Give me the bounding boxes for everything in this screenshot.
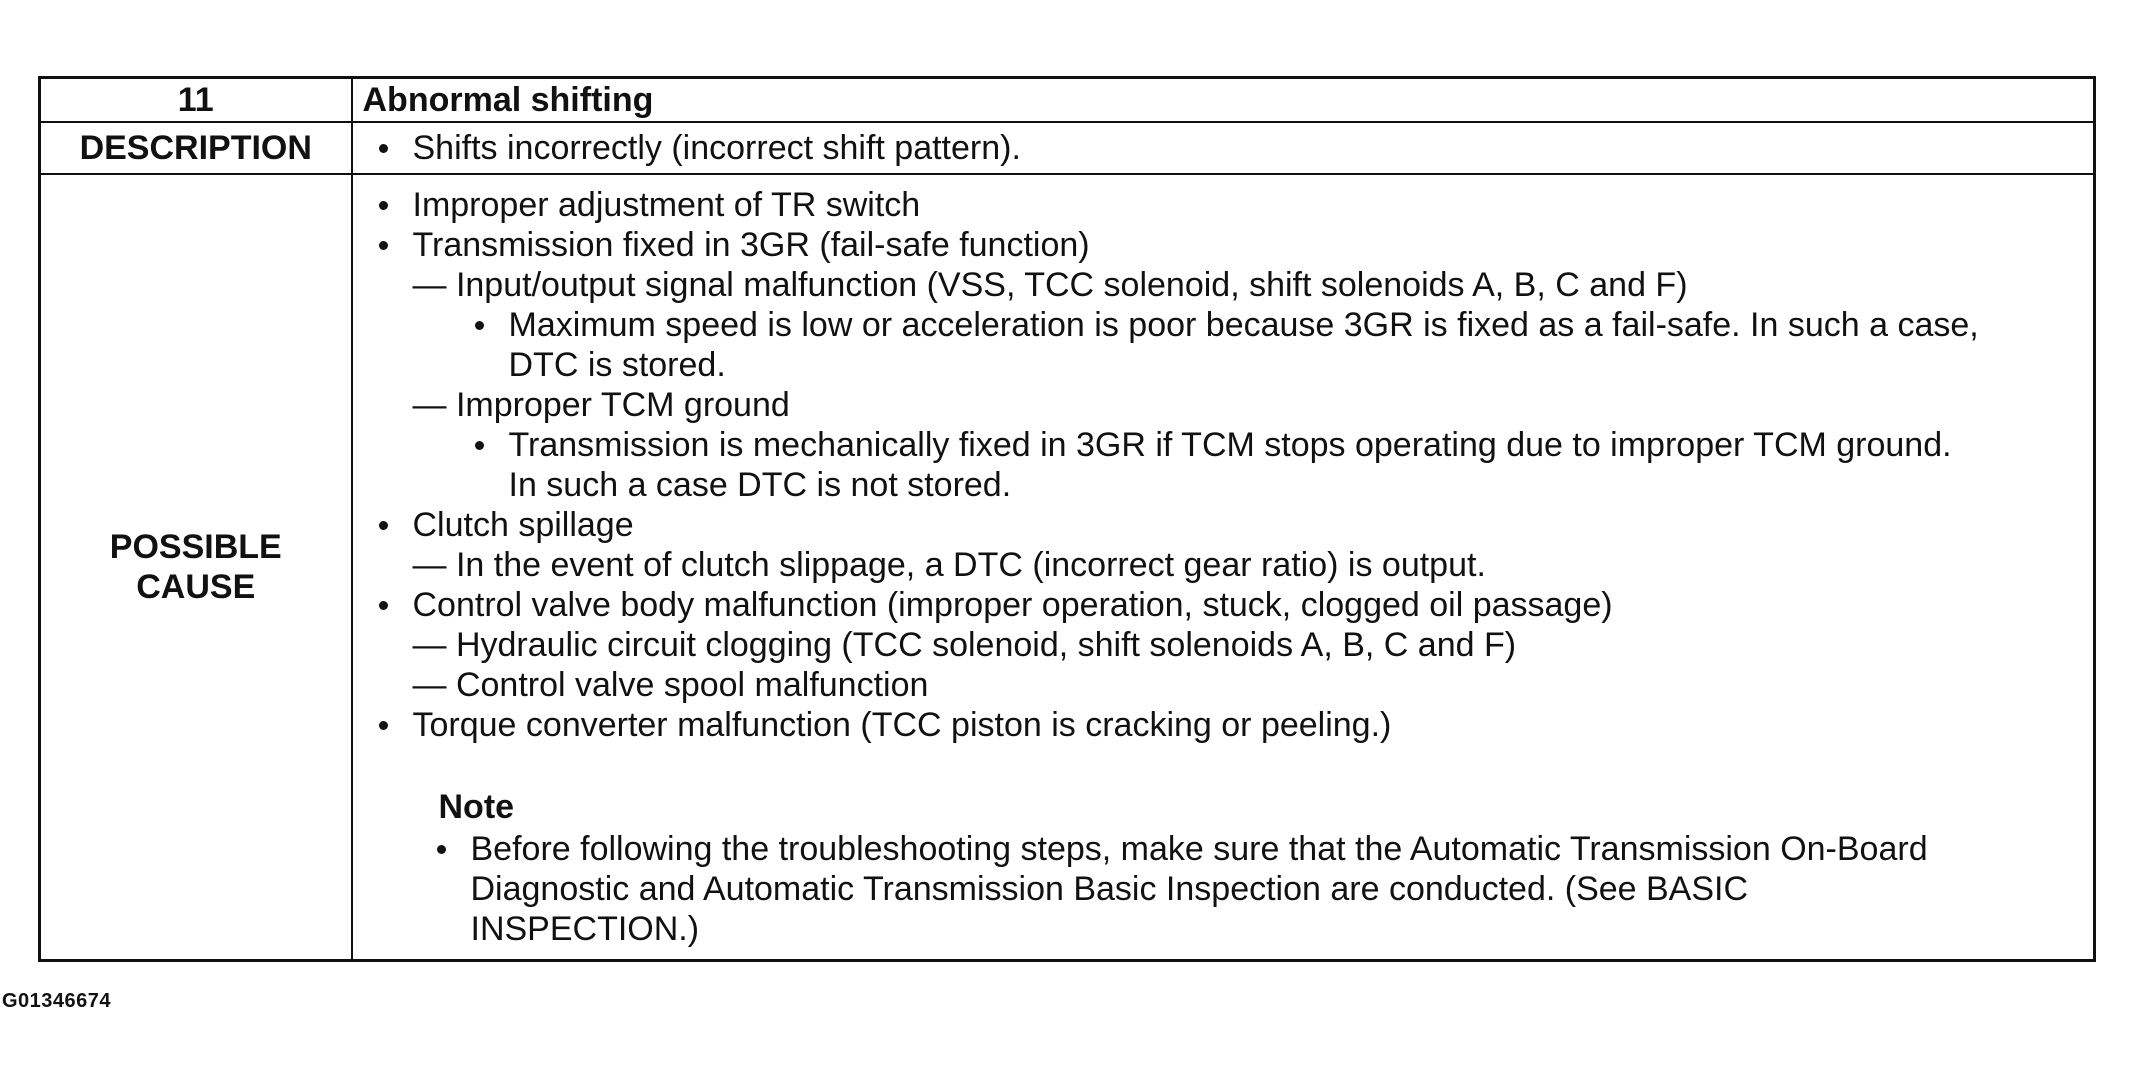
- note-continuation: INSPECTION.): [470, 910, 700, 948]
- bullet-icon: [436, 845, 446, 854]
- bullet-icon: [378, 721, 388, 730]
- cause-detail: Transmission is mechanically fixed in 3G…: [363, 425, 2094, 465]
- possible-cause-label: POSSIBLE CAUSE: [38, 173, 353, 962]
- bullet-icon: [378, 201, 388, 210]
- possible-cause-cell: Improper adjustment of TR switch Transmi…: [350, 173, 2096, 962]
- note-heading: Note: [438, 788, 515, 826]
- cause-subitem: — Hydraulic circuit clogging (TCC soleno…: [412, 626, 1517, 664]
- header-row: 11 Abnormal shifting: [38, 76, 2096, 123]
- bullet-icon: [378, 601, 388, 610]
- possible-cause-label-line2: CAUSE: [136, 568, 256, 606]
- cause-item: Transmission fixed in 3GR (fail-safe fun…: [363, 225, 2094, 265]
- description-item: Shifts incorrectly (incorrect shift patt…: [363, 128, 2094, 168]
- cause-item: Clutch spillage: [363, 505, 2094, 545]
- cause-detail-continuation: DTC is stored.: [508, 346, 726, 384]
- bullet-icon: [378, 521, 388, 530]
- description-row: DESCRIPTION Shifts incorrectly (incorrec…: [38, 121, 2096, 175]
- bullet-icon: [378, 144, 388, 153]
- spacer: [363, 745, 2094, 785]
- bullet-icon: [378, 241, 388, 250]
- cause-detail-continuation: In such a case DTC is not stored.: [508, 466, 1012, 504]
- item-title: Abnormal shifting: [350, 76, 2096, 123]
- cause-subitem: — Control valve spool malfunction: [412, 666, 929, 704]
- cause-item: Torque converter malfunction (TCC piston…: [363, 705, 2094, 745]
- note-item: Before following the troubleshooting ste…: [363, 829, 2094, 869]
- bullet-icon: [474, 321, 484, 330]
- cause-detail: Maximum speed is low or acceleration is …: [363, 305, 2094, 345]
- cause-subitem: — In the event of clutch slippage, a DTC…: [412, 546, 1486, 584]
- description-label: DESCRIPTION: [38, 121, 353, 175]
- cause-subitem: — Input/output signal malfunction (VSS, …: [412, 266, 1688, 304]
- figure-id: G01346674: [2, 990, 112, 1012]
- cause-subitem: — Improper TCM ground: [412, 386, 790, 424]
- item-number: 11: [38, 76, 353, 123]
- note-continuation: Diagnostic and Automatic Transmission Ba…: [470, 870, 1749, 908]
- cause-item: Improper adjustment of TR switch: [363, 185, 2094, 225]
- diagnostic-table: 11 Abnormal shifting DESCRIPTION Shifts …: [38, 76, 2096, 962]
- cause-item: Control valve body malfunction (improper…: [363, 585, 2094, 625]
- description-cell: Shifts incorrectly (incorrect shift patt…: [350, 121, 2096, 175]
- description-text: Shifts incorrectly (incorrect shift patt…: [412, 129, 1021, 167]
- possible-cause-label-line1: POSSIBLE: [109, 528, 282, 566]
- possible-cause-row: POSSIBLE CAUSE Improper adjustment of TR…: [38, 173, 2096, 962]
- bullet-icon: [474, 441, 484, 450]
